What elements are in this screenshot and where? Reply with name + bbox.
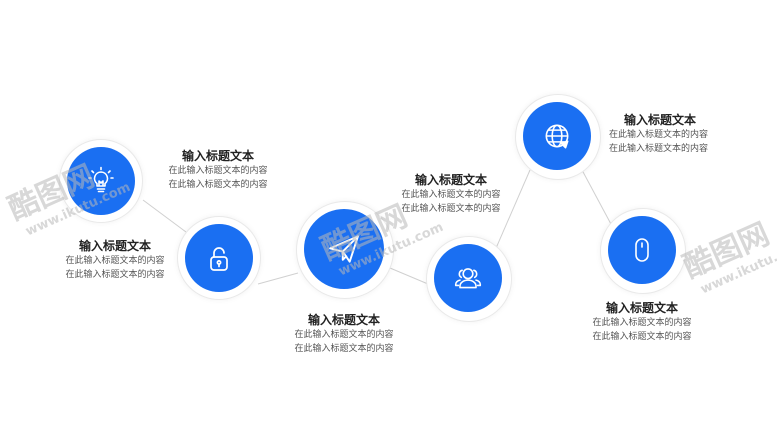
- node-4-desc-1: 在此输入标题文本的内容: [401, 190, 501, 200]
- node-3-desc-1: 在此输入标题文本的内容: [294, 330, 394, 340]
- node-2-desc-2: 在此输入标题文本的内容: [168, 180, 268, 190]
- node-3-desc-2: 在此输入标题文本的内容: [294, 344, 394, 354]
- node-1-desc-1: 在此输入标题文本的内容: [65, 256, 165, 266]
- node-6-desc-1: 在此输入标题文本的内容: [592, 318, 692, 328]
- node-3-label: 输入标题文本 在此输入标题文本的内容 在此输入标题文本的内容: [269, 312, 419, 356]
- node-6-disc: [608, 216, 676, 284]
- node-4-title: 输入标题文本: [414, 173, 487, 187]
- node-6-label: 输入标题文本 在此输入标题文本的内容 在此输入标题文本的内容: [567, 300, 717, 344]
- node-1-label: 输入标题文本 在此输入标题文本的内容 在此输入标题文本的内容: [40, 238, 190, 282]
- node-1-desc-2: 在此输入标题文本的内容: [65, 270, 165, 280]
- node-3-disc: [304, 209, 384, 289]
- node-4-disc: [434, 244, 502, 312]
- node-2-desc-1: 在此输入标题文本的内容: [168, 166, 268, 176]
- node-5-title: 输入标题文本: [624, 113, 697, 127]
- node-5-desc-2: 在此输入标题文本的内容: [609, 144, 709, 154]
- node-2-disc: [185, 224, 253, 292]
- node-3-title: 输入标题文本: [307, 313, 380, 327]
- unlock-icon: [210, 247, 228, 271]
- connector-1-2: [142, 199, 187, 233]
- globe-icon: [545, 124, 569, 149]
- node-5-desc-1: 在此输入标题文本的内容: [609, 130, 709, 140]
- mouse-icon: [635, 238, 649, 262]
- node-4-desc-2: 在此输入标题文本的内容: [401, 204, 501, 214]
- node-5-disc: [523, 102, 591, 170]
- node-6-desc-2: 在此输入标题文本的内容: [592, 332, 692, 342]
- node-6-title: 输入标题文本: [605, 301, 678, 315]
- lightbulb-icon: [88, 166, 114, 193]
- connector-5-6: [581, 169, 613, 227]
- node-2-title: 输入标题文本: [181, 149, 254, 163]
- node-4-label: 输入标题文本 在此输入标题文本的内容 在此输入标题文本的内容: [376, 172, 526, 216]
- connector-3-4: [389, 267, 429, 285]
- node-1-title: 输入标题文本: [78, 239, 151, 253]
- users-icon: [454, 268, 482, 289]
- node-5-label: 输入标题文本 在此输入标题文本的内容 在此输入标题文本的内容: [609, 112, 759, 156]
- paper-plane-icon: [329, 235, 359, 263]
- connector-2-3: [257, 272, 299, 285]
- node-2-label: 输入标题文本 在此输入标题文本的内容 在此输入标题文本的内容: [143, 148, 293, 192]
- node-1-disc: [67, 147, 135, 215]
